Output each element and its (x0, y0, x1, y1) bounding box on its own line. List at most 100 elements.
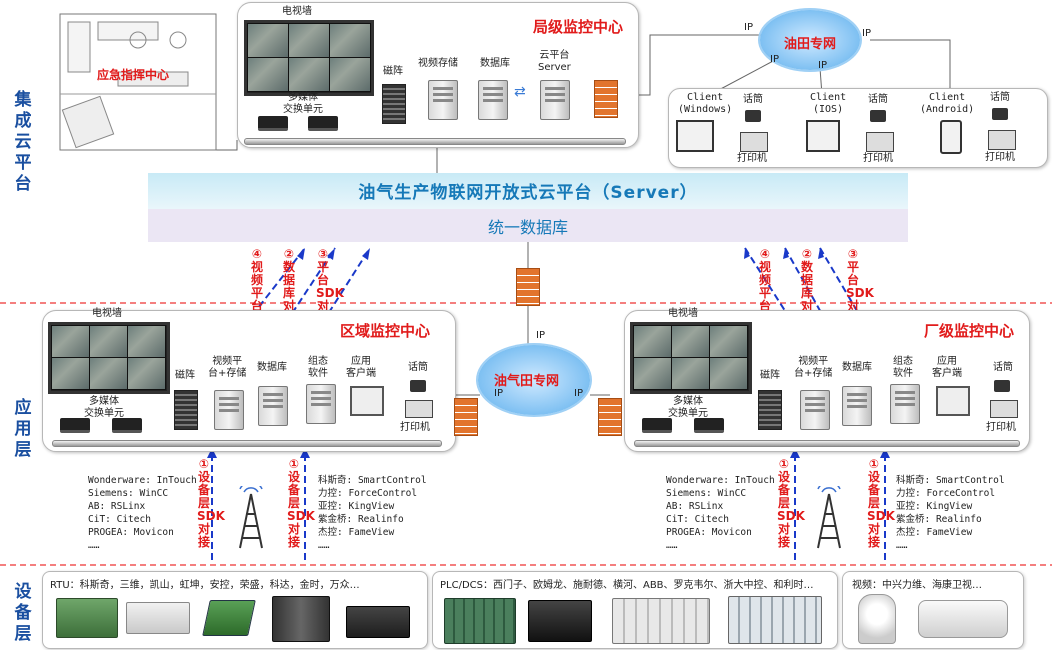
bureau-item-disk: 磁阵 (383, 66, 403, 77)
protocols-left-a: Wonderware: InTouch Siemens: WinCC AB: R… (88, 475, 197, 551)
sdk-device-2: ①设备层SDK对接 (287, 457, 315, 549)
region-video-platform-icon (214, 390, 244, 430)
protocols-right-a: Wonderware: InTouch Siemens: WinCC AB: R… (666, 475, 775, 551)
plc-device-4-icon (728, 596, 822, 644)
radio-tower-icon-right (817, 486, 841, 549)
region-database-icon (258, 386, 288, 426)
unified-database-label: 统一数据库 (487, 218, 568, 237)
video-label: 视频：中兴力维、海康卫视… (852, 580, 982, 591)
plant-item-mic: 话筒 (993, 362, 1013, 373)
bureau-cloud-server-icon (540, 80, 570, 120)
region-item-video: 视频平 台+存储 (208, 356, 247, 379)
protocols-left-b: 科斯奇: SmartControl 力控: ForceControl 亚控: K… (318, 475, 427, 551)
client-ios-mic-label: 话筒 (868, 94, 888, 105)
plant-item-scada: 组态 软件 (893, 356, 913, 379)
region-item-scada: 组态 软件 (308, 356, 328, 379)
bureau-switch-label: 多媒体 交换单元 (283, 92, 323, 115)
center-firewall-icon (516, 268, 540, 306)
plant-client-computer-icon (936, 386, 970, 416)
plant-bus-rail (634, 440, 1020, 447)
client-android-mic-icon (992, 108, 1008, 120)
plant-item-db: 数据库 (842, 362, 872, 373)
rtu-device-3-icon (202, 600, 256, 636)
region-disk-array-icon (174, 390, 198, 430)
plant-mic-icon (994, 380, 1010, 392)
plc-device-3-icon (612, 598, 710, 644)
client-android-label: Client (Android) (920, 92, 975, 115)
command-center-title: 应急指挥中心 (97, 68, 170, 82)
unified-database-bar (148, 209, 908, 242)
client-android-printer-icon (988, 130, 1016, 150)
client-android-mic-label: 话筒 (990, 92, 1010, 103)
region-item-client: 应用 客户端 (346, 356, 376, 379)
region-firewall-icon (454, 398, 478, 436)
plant-scada-icon (890, 384, 920, 424)
region-tv-wall (48, 322, 170, 394)
plc-label: PLC/DCS：西门子、欧姆龙、施耐德、横河、ABB、罗克韦尔、浙大中控、和利时… (440, 580, 814, 591)
region-item-disk: 磁阵 (175, 370, 195, 381)
ip-label-2: IP (770, 54, 779, 65)
region-printer-icon (405, 400, 433, 418)
client-windows-mic-label: 话筒 (743, 94, 763, 105)
rtu-device-2-icon (126, 602, 190, 634)
bullet-camera-icon (918, 600, 1008, 638)
plant-item-disk: 磁阵 (760, 370, 780, 381)
platform-title: 油气生产物联网开放式云平台（Server） (358, 183, 698, 203)
region-scada-icon (306, 384, 336, 424)
client-ios-label: Client (IOS) (810, 92, 847, 115)
plc-device-2-icon (528, 600, 592, 642)
plant-database-icon (842, 386, 872, 426)
region-mic-icon (410, 380, 426, 392)
region-item-mic: 话筒 (408, 362, 428, 373)
rtu-device-5-icon (346, 606, 410, 638)
oilfield-network-label-top: 油田专网 (784, 37, 837, 52)
clients-panel (668, 88, 1048, 168)
region-tv-wall-label: 电视墙 (92, 308, 122, 319)
layer-label-cloud: 集成云平台 (14, 90, 32, 194)
ip-label-1: IP (744, 22, 753, 33)
plant-switch-1 (642, 418, 672, 433)
ip-label-3: IP (818, 60, 827, 71)
ip-label-7: IP (574, 388, 583, 399)
client-windows-mic-icon (745, 110, 761, 122)
client-ios-mic-icon (870, 110, 886, 122)
sdk-device-4: ①设备层SDK对接 (867, 457, 895, 549)
protocols-right-b: 科斯奇: SmartControl 力控: ForceControl 亚控: K… (896, 475, 1005, 551)
layer-label-app: 应用层 (14, 398, 32, 460)
bureau-tv-wall-label: 电视墙 (282, 6, 312, 17)
dome-camera-icon (858, 594, 896, 644)
bureau-item-video: 视频存储 (418, 58, 458, 69)
sdk-device-3: ①设备层SDK对接 (777, 457, 805, 549)
plant-firewall-icon (598, 398, 622, 436)
bureau-item-cloud: 云平台 Server (538, 50, 571, 73)
bureau-database-icon (478, 80, 508, 120)
oilfield-network-cloud-top (760, 10, 860, 70)
region-item-db: 数据库 (257, 362, 287, 373)
plant-tv-wall (630, 322, 752, 394)
region-switch-2 (112, 418, 142, 433)
client-ios-printer-icon (866, 132, 894, 152)
plant-tv-wall-label: 电视墙 (668, 308, 698, 319)
bureau-item-db: 数据库 (480, 58, 510, 69)
bureau-title: 局级监控中心 (533, 18, 624, 36)
plant-video-platform-icon (800, 390, 830, 430)
client-windows-computer-icon (676, 120, 714, 152)
bureau-tv-wall (244, 20, 374, 96)
rtu-label: RTU：科斯奇，三维，凯山，虹坤，安控，荣盛，科达，金时，万众… (50, 580, 360, 591)
client-ios-printer-label: 打印机 (863, 153, 893, 164)
bureau-firewall-icon (594, 80, 618, 118)
region-title: 区域监控中心 (340, 322, 431, 340)
client-windows-printer-icon (740, 132, 768, 152)
bureau-switch-1 (258, 116, 288, 131)
bureau-video-storage-icon (428, 80, 458, 120)
layer-label-device: 设备层 (14, 582, 32, 644)
bureau-switch-2 (308, 116, 338, 131)
sdk-device-1: ①设备层SDK对接 (197, 457, 225, 549)
oilgas-network-label: 油气田专网 (494, 374, 560, 389)
client-ios-computer-icon (806, 120, 840, 152)
plant-switch-2 (694, 418, 724, 433)
client-android-tablet-icon (940, 120, 962, 154)
plant-item-printer: 打印机 (986, 422, 1016, 433)
client-windows-printer-label: 打印机 (737, 153, 767, 164)
bureau-sync-arrows-icon: ⇄ (514, 84, 526, 100)
